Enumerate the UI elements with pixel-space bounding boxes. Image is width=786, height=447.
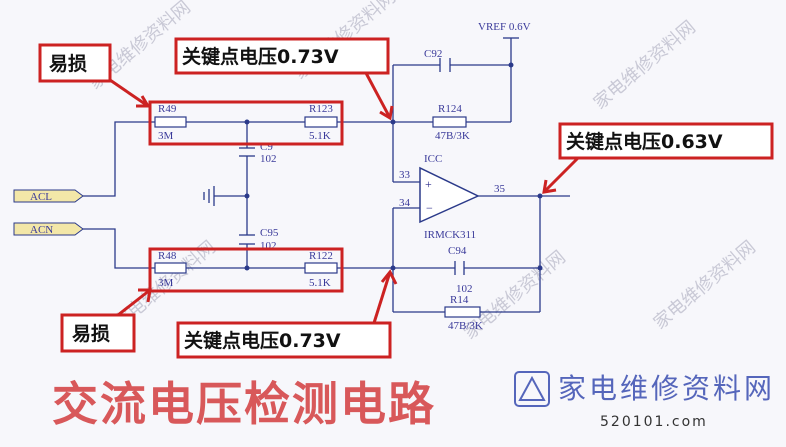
resistor-r49: [154, 116, 187, 128]
arrow-icon: [372, 269, 398, 324]
watermark-text: 家电维修资料网: [650, 237, 760, 334]
arrow-icon: [542, 156, 580, 194]
fragile-highlight-top: [148, 100, 344, 146]
r49-label: R49: [158, 103, 177, 115]
acl-label: ACL: [30, 191, 52, 203]
opamp-minus-sign: −: [426, 201, 433, 215]
r49-value: 3M: [158, 130, 174, 142]
acn-label: ACN: [30, 224, 53, 236]
callout-fragile-top: 易损: [49, 53, 87, 75]
ground-icon: [203, 186, 215, 206]
capacitor-c-top: [239, 147, 255, 157]
pin-33-label: 33: [399, 169, 411, 181]
callout-key-bottom: 关键点电压0.73V: [184, 329, 341, 352]
r123-label: R123: [309, 103, 333, 115]
r122-label: R122: [309, 250, 333, 262]
callout-fragile-bottom: 易损: [72, 323, 110, 345]
resistor-r48: [154, 262, 187, 274]
r48-label: R48: [158, 250, 177, 262]
c92-label: C92: [424, 48, 442, 60]
pin-35-label: 35: [494, 183, 506, 195]
pin-34-label: 34: [399, 197, 411, 209]
c94-value: 102: [456, 283, 473, 295]
resistor-r14: [444, 306, 481, 318]
icc-label: ICC: [424, 153, 442, 165]
c95-label: C95: [260, 227, 279, 239]
brand-name: 家电维修资料网: [558, 372, 775, 405]
capacitor-c94: [454, 261, 465, 275]
callout-key-right: 关键点电压0.63V: [566, 130, 723, 153]
watermark-text: 家电维修资料网: [590, 17, 700, 114]
opamp-icc: [419, 166, 480, 224]
resistor-r123: [304, 116, 338, 128]
arrow-icon: [117, 288, 152, 317]
r14-value: 47B/3K: [448, 320, 483, 332]
r14-label: R14: [450, 294, 469, 306]
terminal-acl: [13, 189, 84, 203]
arrow-icon: [109, 78, 151, 108]
callout-key-bottom-box: [176, 321, 392, 359]
callout-key-top: 关键点电压0.73V: [182, 45, 339, 68]
terminal-acn: [13, 222, 84, 236]
arrow-icon: [364, 72, 394, 121]
vref-label: VREF 0.6V: [478, 21, 531, 33]
r124-value: 47B/3K: [435, 130, 470, 142]
fragile-highlight-bottom: [148, 247, 344, 293]
callout-key-right-box: [558, 122, 774, 160]
callout-key-top-box: [174, 37, 390, 75]
page-title: 交流电压检测电路: [52, 377, 436, 431]
r124-label: R124: [438, 103, 462, 115]
r122-value: 5.1K: [309, 277, 331, 289]
c94-label: C94: [448, 245, 467, 257]
callout-fragile-top-box: [38, 43, 112, 83]
brand-site: 520101.com: [600, 414, 708, 430]
capacitor-c95: [239, 234, 255, 245]
resistor-r122: [304, 262, 338, 274]
capacitor-c92: [439, 58, 451, 72]
opamp-plus-sign: +: [425, 177, 432, 191]
brand-logo: [514, 371, 550, 407]
resistor-r124: [432, 116, 467, 128]
c-top-value: 102: [260, 153, 277, 165]
wiring: [83, 37, 570, 313]
ic-name-label: IRMCK311: [424, 229, 476, 241]
r123-value: 5.1K: [309, 130, 331, 142]
r48-value: 3M: [158, 277, 174, 289]
callout-fragile-bottom-box: [60, 313, 136, 353]
